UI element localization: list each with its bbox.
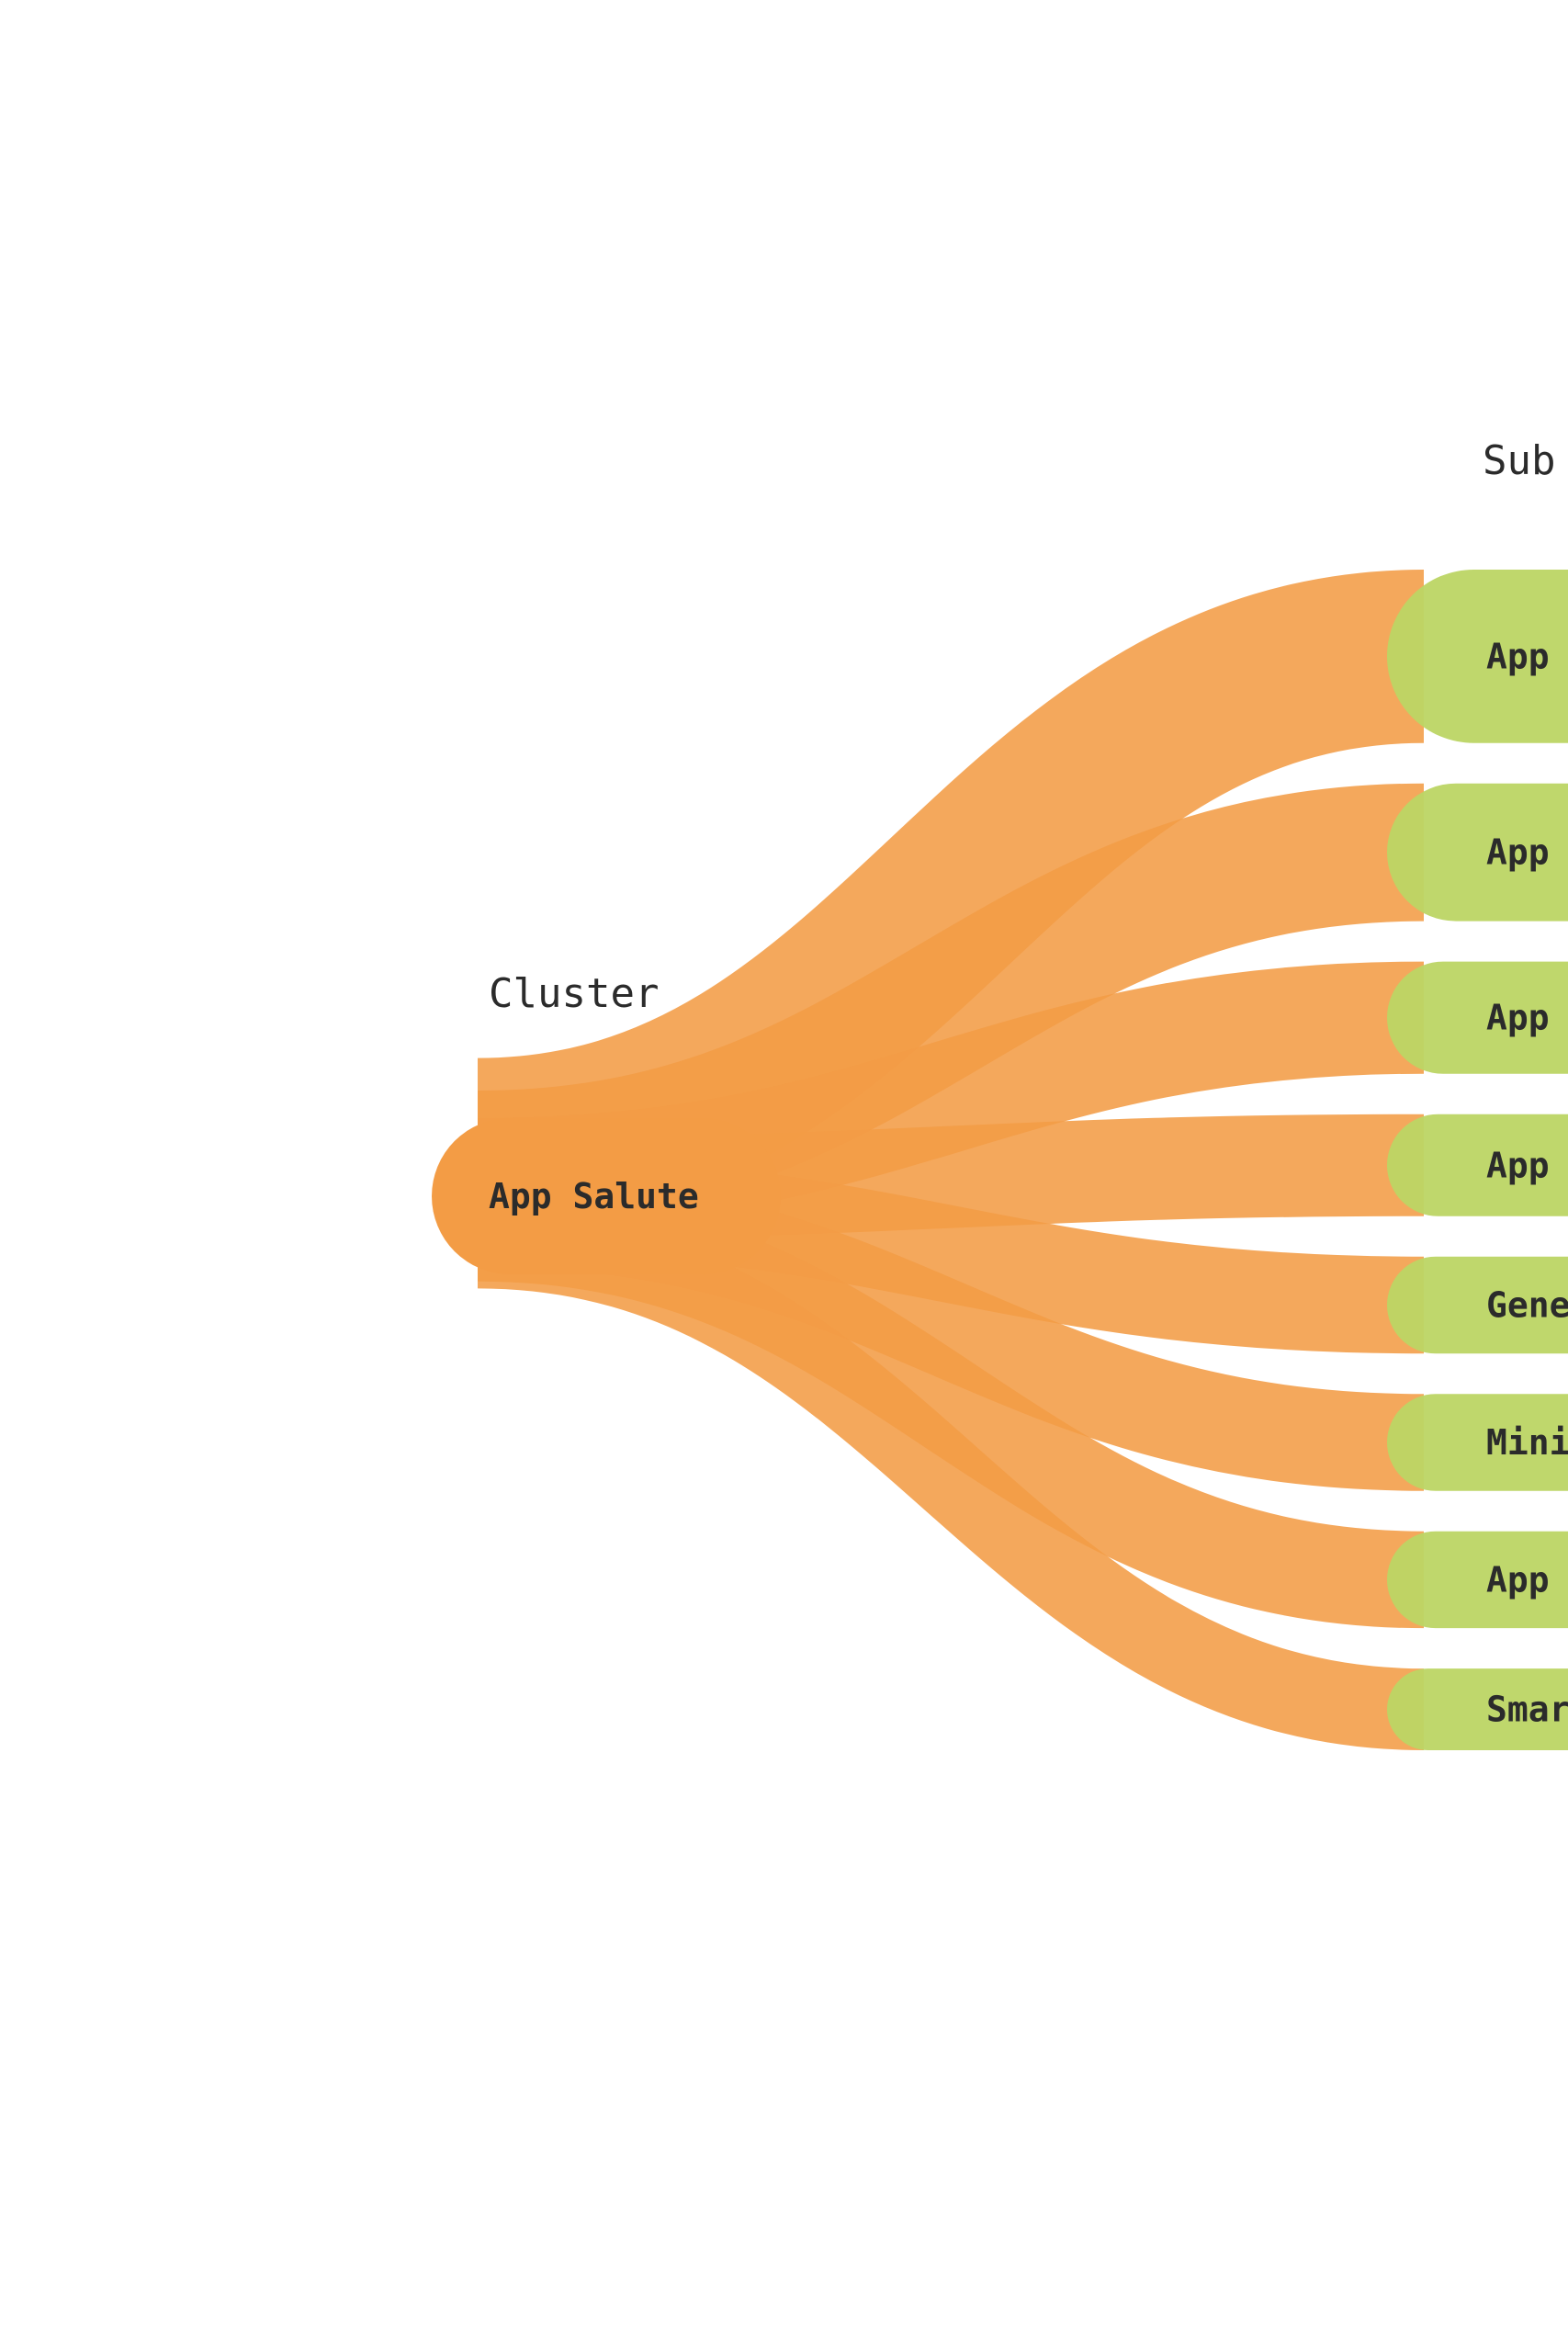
sub-node-label: App | [1486, 1145, 1568, 1186]
sub-node-label: App : [1486, 998, 1568, 1038]
sub-node[interactable] [1387, 1531, 1568, 1629]
cluster-column-header: Cluster [489, 970, 659, 1017]
flow-link [477, 1206, 1425, 1750]
sub-node[interactable] [1387, 961, 1568, 1074]
sub-node[interactable] [1387, 570, 1568, 743]
sub-node[interactable] [1387, 1394, 1568, 1491]
sub-node-label: Smar [1486, 1690, 1568, 1730]
sub-node-label: App : [1486, 832, 1568, 873]
sub-node-label: Gene [1486, 1285, 1568, 1326]
sub-node-label: Mini [1486, 1422, 1568, 1463]
root-node-label: App Salute [489, 1176, 699, 1216]
sub-node-label: App ( [1486, 1559, 1568, 1600]
sub-node[interactable] [1387, 1114, 1568, 1216]
sub-nodes [1387, 570, 1568, 1750]
sub-node[interactable] [1387, 1668, 1568, 1750]
sub-node[interactable] [1387, 1256, 1568, 1354]
root-node[interactable] [432, 1118, 781, 1274]
root-node-group: App Salute [432, 1118, 781, 1274]
sub-column-header: Sub [1483, 437, 1555, 484]
sub-node-label: App [1486, 636, 1550, 676]
sub-node[interactable] [1387, 783, 1568, 922]
